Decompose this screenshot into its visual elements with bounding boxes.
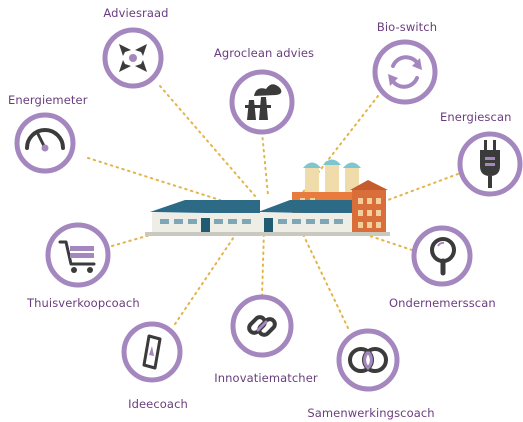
node-label-innovatiematcher: Innovatiematcher [214, 371, 318, 385]
chain-link-icon [247, 315, 277, 337]
node-ring-samenwerking [336, 328, 400, 392]
node-label-bioswitch: Bio-switch [376, 20, 438, 34]
connector-adviesraad [159, 85, 256, 197]
compress-arrows-icon [119, 44, 147, 72]
connector-energiemeter [87, 157, 221, 201]
node-ring-energiemeter [14, 112, 76, 174]
connector-ideecoach [174, 227, 241, 325]
node-ring-bioswitch [372, 39, 438, 105]
node-label-samenwerking: Samenwerkingscoach [307, 406, 435, 420]
compass-icon [142, 334, 162, 370]
node-label-energiemeter: Energiemeter [8, 93, 88, 107]
shopping-cart-icon [58, 240, 96, 273]
gauge-icon [25, 128, 65, 152]
connector-agroclean [261, 131, 269, 196]
connector-innovatiematcher [261, 229, 265, 297]
connector-ondernemersscan [351, 229, 413, 251]
node-label-agroclean: Agroclean advies [213, 46, 315, 60]
node-label-ideecoach: Ideecoach [128, 397, 188, 411]
connector-energiescan [387, 173, 459, 201]
power-plug-icon [480, 140, 500, 188]
node-label-adviesraad: Adviesraad [103, 6, 169, 20]
central-farm-illustration [145, 159, 390, 236]
node-ring-ondernemersscan [411, 225, 473, 287]
factory-smoke-icon [245, 84, 282, 120]
connector-lines [87, 85, 459, 329]
node-label-ondernemersscan: Ondernemersscan [389, 296, 496, 310]
magnifier-icon [430, 237, 456, 276]
node-label-thuisverkoop: Thuisverkoopcoach [27, 296, 140, 310]
node-label-energiescan: Energiescan [440, 110, 512, 124]
overlapping-rings-icon [348, 347, 388, 373]
refresh-cycle-icon [388, 55, 422, 89]
connector-samenwerking [299, 227, 349, 329]
